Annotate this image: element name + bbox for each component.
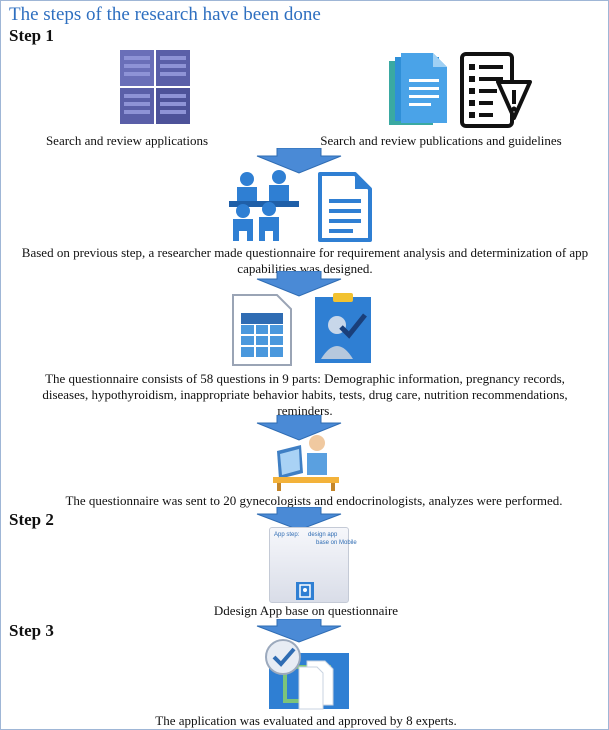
flow-arrow-5 bbox=[256, 619, 342, 643]
document-icon bbox=[317, 171, 373, 243]
flow-arrow-1 bbox=[256, 148, 342, 174]
step-3-label: Step 3 bbox=[9, 621, 54, 640]
design-app-label-line1: design app bbox=[308, 532, 338, 538]
flow-arrow-3 bbox=[256, 415, 342, 441]
caption-sent-to-experts: The questionnaire was sent to 20 gynecol… bbox=[65, 493, 563, 508]
flow-arrow-4 bbox=[256, 507, 342, 531]
app-step-label: App step: bbox=[274, 532, 300, 538]
diagram-title: The steps of the research have been done bbox=[9, 4, 321, 25]
computer-user-icon bbox=[271, 433, 341, 491]
design-app-label-line2: base on Mobile bbox=[316, 540, 357, 546]
caption-search-applications: Search and review applications bbox=[45, 133, 209, 148]
caption-questionnaire-design: Based on previous step, a researcher mad… bbox=[21, 245, 589, 276]
checklist-icon bbox=[456, 48, 532, 130]
people-icon bbox=[229, 169, 299, 241]
approval-icon bbox=[263, 639, 351, 711]
step-2-label: Step 2 bbox=[9, 510, 54, 529]
doctor-checklist-icon bbox=[315, 293, 371, 363]
table-icon bbox=[231, 293, 293, 367]
step-1-label: Step 1 bbox=[9, 26, 54, 45]
server-icon bbox=[118, 48, 192, 126]
caption-search-publications: Search and review publications and guide… bbox=[320, 133, 562, 148]
mobile-app-icon: App step: design app base on Mobile bbox=[269, 527, 357, 603]
flow-arrow-2 bbox=[256, 271, 342, 297]
caption-design-app: Ddesign App base on questionnaire bbox=[213, 603, 399, 618]
documents-icon bbox=[387, 51, 453, 129]
caption-questionnaire-content: The questionnaire consists of 58 questio… bbox=[42, 371, 568, 418]
caption-evaluated: The application was evaluated and approv… bbox=[155, 713, 457, 728]
app-badge-icon bbox=[296, 582, 314, 600]
